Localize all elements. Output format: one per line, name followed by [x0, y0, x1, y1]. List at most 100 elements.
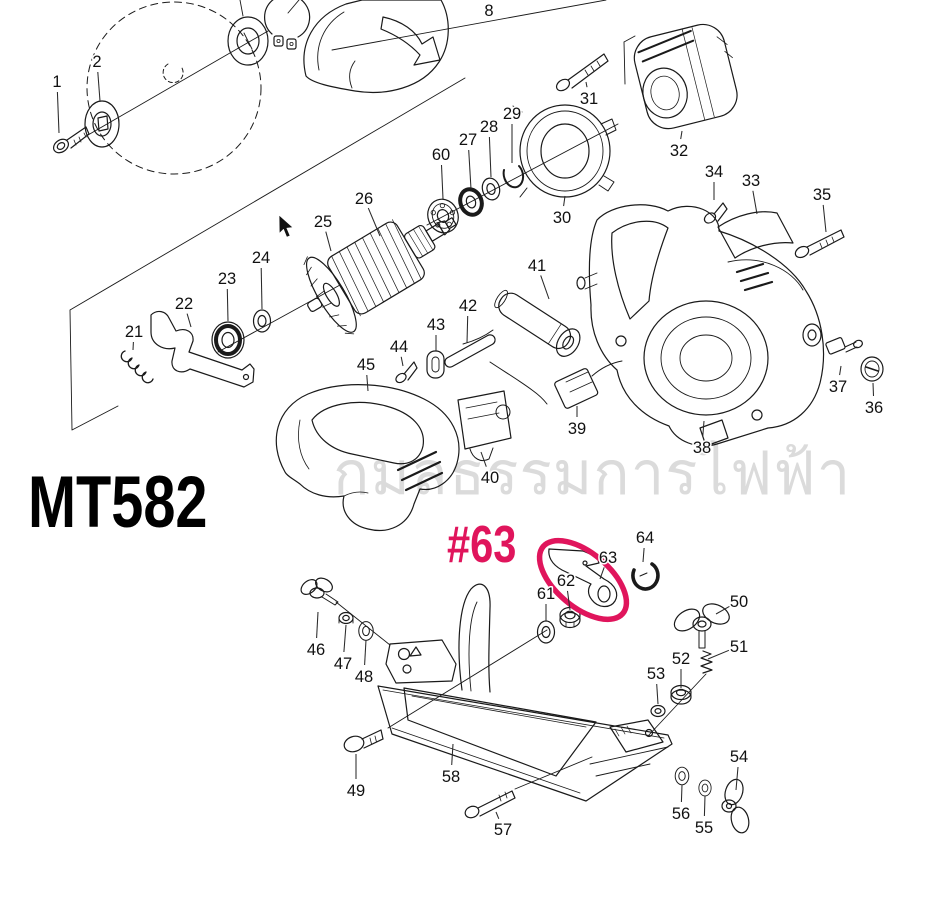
leader-line-part-41: [540, 275, 550, 300]
part-34-screw: [703, 202, 728, 224]
leader-line-part-24: [260, 267, 263, 310]
leader-line-part-46: [316, 611, 319, 639]
part-44-screw: [395, 361, 418, 384]
part-snap-ring: [264, 0, 311, 50]
leader-line-part-57: [495, 811, 500, 819]
part-64-e-ring: [631, 562, 660, 591]
leader-line-part-38: [702, 420, 705, 437]
part-53-nut: [650, 704, 666, 718]
leader-line-part-31: [585, 81, 588, 88]
part-number-54: 54: [730, 748, 748, 766]
leader-line-part-58: [451, 743, 454, 766]
part-number-26: 26: [355, 190, 373, 208]
leader-line-part-60: [440, 164, 444, 200]
part-number-57: 57: [494, 821, 512, 839]
part-number-50: 50: [730, 593, 748, 611]
part-28-washer: [479, 175, 503, 203]
part-22-lever: [150, 310, 255, 388]
leader-line-part-48: [364, 639, 367, 666]
part-number-2: 2: [92, 53, 101, 71]
part-26-armature: [303, 217, 457, 335]
part-21-spring: [120, 350, 154, 384]
part-38-motor-housing: [576, 204, 825, 447]
part-number-48: 48: [355, 668, 373, 686]
leader-line-part-56: [680, 784, 683, 803]
leader-line-part-23: [226, 288, 229, 322]
part-saw-blade-outline: [86, 1, 262, 175]
part-number-1: 1: [52, 73, 61, 91]
part-49-screw: [343, 729, 384, 753]
part-1-bolt: [52, 126, 90, 154]
part-number-58: 58: [442, 768, 460, 786]
part-number-38: 38: [693, 439, 711, 457]
part-55-washer: [698, 779, 712, 797]
mouse-cursor: [278, 214, 294, 238]
leader-line-part-53: [656, 683, 659, 705]
part-58-base-plate: [377, 583, 673, 802]
leader-line-part-64: [642, 547, 645, 563]
part-number-42: 42: [459, 297, 477, 315]
leader-line-part-2: [97, 71, 101, 102]
part-30-bearing-box: [512, 104, 617, 198]
leader-line-part-47: [343, 624, 347, 653]
part-50-wing-bolt: [673, 603, 730, 649]
part-37-brush-holder: [825, 337, 863, 355]
leader-line-part-54: [735, 766, 739, 791]
part-inner-flange: [227, 16, 269, 66]
construction-lines: [69, 0, 707, 790]
part-number-31: 31: [580, 90, 598, 108]
part-number-40: 40: [481, 469, 499, 487]
part-46-wing-bolt: [300, 577, 339, 606]
part-number-62: 62: [557, 572, 575, 590]
leader-line-part-26: [367, 207, 381, 237]
leader-line-part-44: [400, 356, 404, 367]
part-51-spring: [700, 650, 713, 674]
part-blade-guard: [303, 0, 449, 93]
part-number-27: 27: [459, 131, 477, 149]
leader-line-part-36: [872, 382, 875, 397]
leader-line-part-51: [707, 649, 730, 660]
part-24-washer: [252, 309, 272, 333]
part-32-field: [633, 23, 738, 130]
part-57-bolt: [464, 790, 516, 819]
part-number-21: 21: [125, 323, 143, 341]
part-48-washer: [358, 621, 374, 641]
part-number-23: 23: [218, 270, 236, 288]
part-43-strain-relief: [426, 350, 445, 379]
part-23-bearing: [211, 321, 245, 359]
leader-line-part-45: [366, 374, 369, 392]
part-number-56: 56: [672, 805, 690, 823]
part-42-cord: [444, 329, 548, 405]
part-number-29: 29: [503, 105, 521, 123]
part-number-32: 32: [670, 142, 688, 160]
part-33-label-sheet: [717, 211, 794, 259]
part-number-25: 25: [314, 213, 332, 231]
leader-line-part-42: [466, 315, 469, 344]
leader-line-part-40: [480, 451, 487, 467]
part-60-bearing: [427, 198, 459, 234]
part-number-46: 46: [307, 641, 325, 659]
part-number-44: 44: [390, 338, 408, 356]
part-number-24: 24: [252, 249, 270, 267]
leader-line-part-1: [56, 91, 60, 134]
part-40-switch: [457, 390, 512, 462]
part-35-bolt: [794, 229, 845, 259]
part-number-36: 36: [865, 399, 883, 417]
part-number-labels: 1282122232425262728293031323334353637383…: [51, 1, 885, 841]
part-47-nut: [338, 611, 354, 625]
part-number-30: 30: [553, 209, 571, 227]
part-31-bolt: [555, 53, 609, 92]
part-number-8: 8: [484, 2, 493, 20]
leader-line-part-37: [839, 365, 842, 376]
part-2-outer-flange: [84, 100, 120, 148]
part-number-64: 64: [636, 529, 654, 547]
leader-line-part-27: [468, 149, 472, 190]
part-number-35: 35: [813, 186, 831, 204]
part-number-39: 39: [568, 420, 586, 438]
leader-line-part-30: [563, 195, 566, 207]
leader-line-part-35: [822, 204, 827, 233]
leader-line-part-33: [752, 190, 758, 215]
leader-line-part-62: [566, 590, 571, 611]
